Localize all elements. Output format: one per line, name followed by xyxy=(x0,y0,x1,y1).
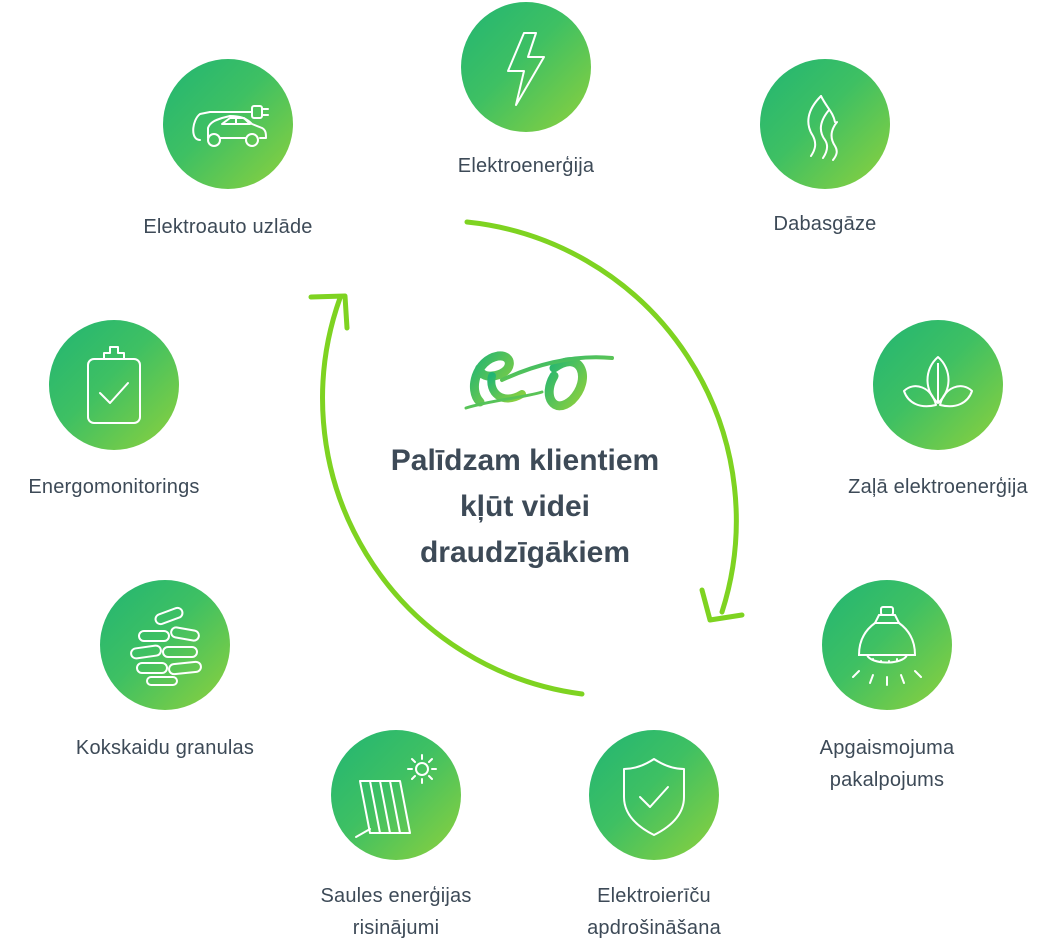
lightning-bolt-icon xyxy=(507,32,545,106)
service-circle xyxy=(760,59,890,189)
service-circle xyxy=(822,580,952,710)
clockwise-arc xyxy=(464,219,739,615)
service-circle xyxy=(331,730,461,860)
service-label: Elektroierīču apdrošināšana xyxy=(587,885,721,939)
counter-arrowhead xyxy=(308,293,350,331)
light-bulb-icon xyxy=(852,606,922,686)
clipboard-check-icon xyxy=(87,346,141,424)
flame-icon xyxy=(807,95,838,161)
leaves-icon xyxy=(903,356,973,408)
service-label: Apgaismojuma pakalpojums xyxy=(819,737,955,791)
shield-check-icon xyxy=(623,758,685,836)
service-circle xyxy=(873,320,1003,450)
service-circle xyxy=(589,730,719,860)
service-circle xyxy=(100,580,230,710)
wood-pellets-icon xyxy=(130,606,202,686)
service-circle xyxy=(49,320,179,450)
service-circle xyxy=(461,2,591,132)
counter-arc xyxy=(320,295,585,697)
center-title: Palīdzam klientiem kļūt videi draudzīgāk… xyxy=(330,438,720,576)
service-circle xyxy=(163,59,293,189)
solar-panel-icon xyxy=(355,754,437,838)
center-title-line-2: kļūt videi xyxy=(459,490,591,523)
service-label: Energomonitorings xyxy=(28,476,200,498)
brand-logo xyxy=(464,351,614,411)
clockwise-arrowhead xyxy=(699,587,745,623)
service-label: Kokskaidu granulas xyxy=(75,737,255,759)
electric-car-icon xyxy=(192,105,269,147)
service-label: Zaļā elektroenerģija xyxy=(848,476,1028,498)
center-title-line-1: Palīdzam klientiem xyxy=(390,444,660,477)
service-label: Elektroauto uzlāde xyxy=(143,216,313,238)
center-title-line-3: draudzīgākiem xyxy=(419,536,631,569)
service-label: Dabasgāze xyxy=(773,213,877,235)
service-label: Saules enerģijas risinājumi xyxy=(320,885,472,939)
service-label: Elektroenerģija xyxy=(457,155,595,177)
